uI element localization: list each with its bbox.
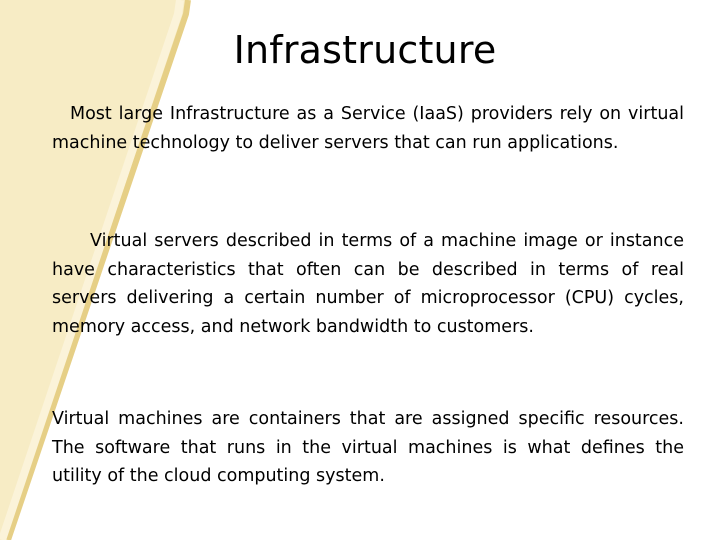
paragraph-iaas: Most large Infrastructure as a Service (… bbox=[52, 104, 684, 153]
paragraph-virtual-servers: Virtual servers described in terms of a … bbox=[52, 231, 684, 337]
stripe-edge-highlight bbox=[0, 0, 184, 540]
slide-title: Infrastructure bbox=[233, 28, 497, 72]
paragraph-virtual-machines: Virtual machines are containers that are… bbox=[52, 409, 684, 487]
stripe-edge bbox=[5, 0, 191, 540]
